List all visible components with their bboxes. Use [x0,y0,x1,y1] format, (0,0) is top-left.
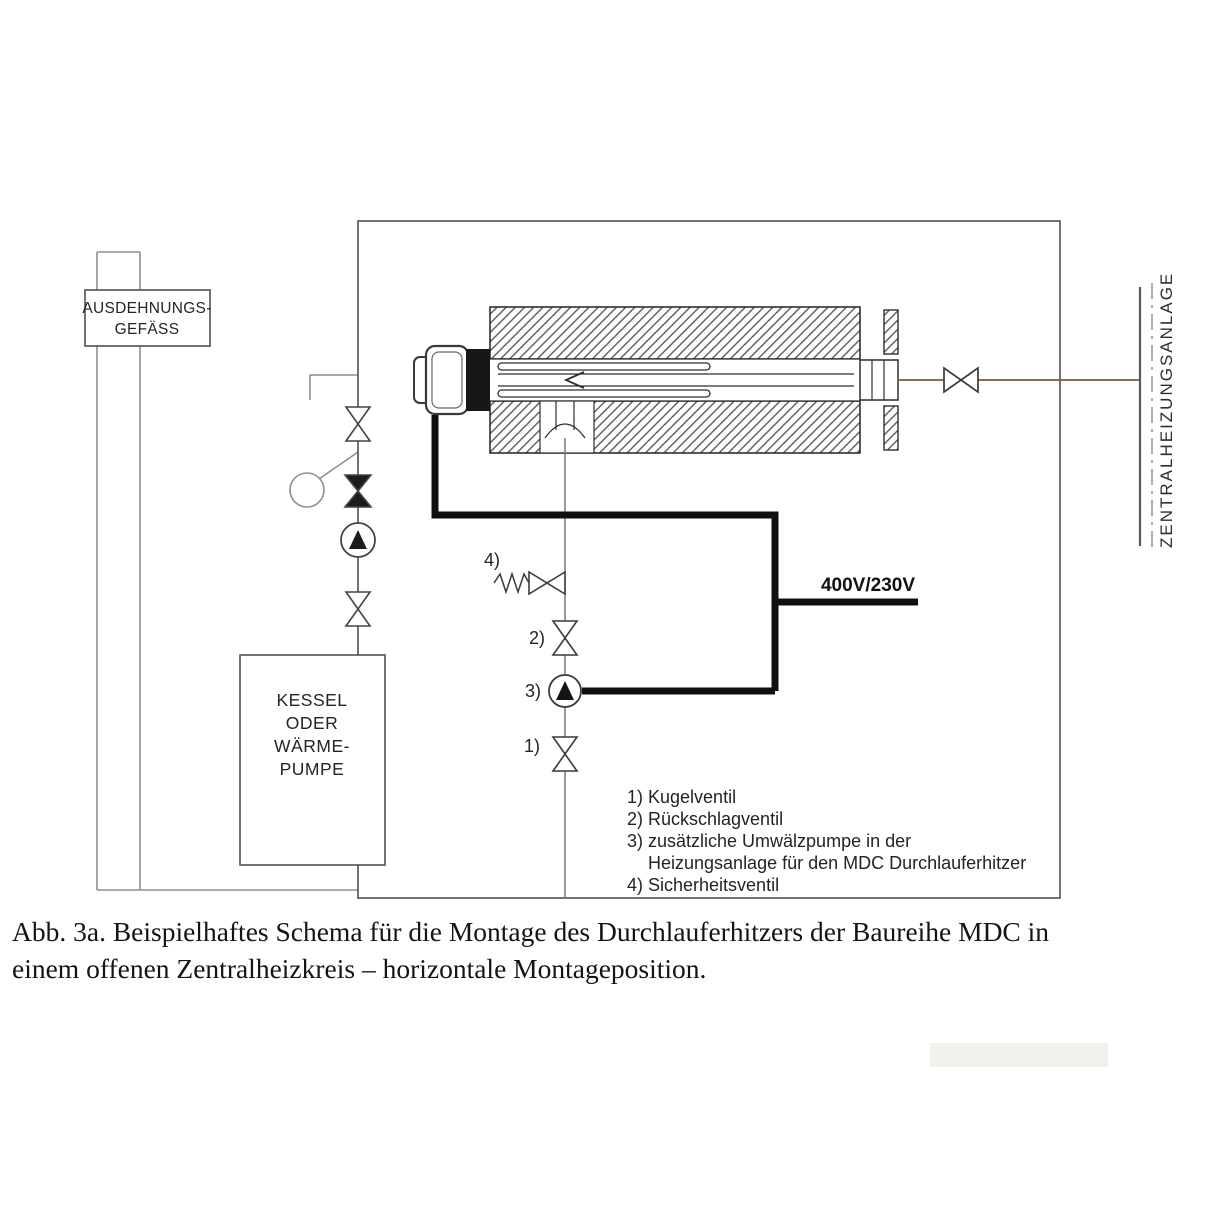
safety-valve [493,570,566,596]
boiler-label-2: ODER [286,713,339,733]
valve-triangle [344,406,372,426]
valve-triangle [528,570,549,596]
legend-item-3b: Heizungsanlage für den MDC Durchlauferhi… [648,853,1026,873]
caption-line-1: Abb. 3a. Beispielhaftes Schema für die M… [12,916,1049,947]
bypass-stub-pipe [309,374,358,400]
left-pipe-loop [96,251,359,891]
valve-triangle [551,620,579,640]
gauge-icon [289,472,325,508]
legend-item-4: 4) Sicherheitsventil [627,875,779,895]
system-boundary [357,220,1061,899]
valve-triangle [943,366,963,394]
shutoff-valve-bottom-icon [344,591,372,627]
heater-shell-top [489,306,861,360]
valve-triangle [344,607,372,627]
caption-line-2: einem offenen Zentralheizkreis – horizon… [12,953,706,984]
ball-valve [551,736,579,772]
gauge-connection-line [318,451,359,480]
end-block-top [883,309,899,355]
power-cable [431,415,918,695]
valve-triangle [551,752,579,772]
valve-triangle [343,474,373,493]
outlet-connector [859,359,899,401]
rod [497,389,711,398]
boiler-label-1: KESSEL [276,690,347,710]
marker-1: 1) [524,736,540,756]
boiler-label-3: WÄRME- [274,736,350,756]
boiler-label-4: PUMPE [280,759,345,779]
left-riser-fittings [340,406,376,627]
power-supply-label: 400V/230V [821,575,915,596]
shutoff-valve-top-icon [344,406,372,442]
heating-element-rods [497,362,854,398]
scan-artifact [930,1043,1108,1067]
mdc-heater [413,306,899,454]
sensor-tip-icon [563,371,585,389]
valve-triangle [343,489,373,508]
end-block-bottom [883,405,899,451]
check-valve-icon [343,474,373,508]
outlet-valve-icon [943,366,979,394]
heater-right-end [859,309,899,451]
central-heating-terminal: ZENTRALHEIZUNGSANLAGE [1138,272,1176,549]
return-check-valve [551,620,579,656]
boiler-box-outline [239,654,386,866]
expansion-vessel: AUSDEHNUNGS- GEFÄSS [82,289,211,347]
expansion-vessel-box [84,289,211,347]
marker-2: 2) [529,628,545,648]
valve-triangle [959,366,979,394]
legend-item-3a: 3) zusätzliche Umwälzpumpe in der [627,831,911,851]
additional-pump [548,674,582,708]
inlet-opening [539,400,595,454]
valve-triangle [545,570,566,596]
valve-triangle [551,736,579,756]
pump-rotor [349,530,367,549]
expansion-vessel-label-1: AUSDEHNUNGS- [82,300,211,317]
heater-plug [413,344,490,416]
plug-seal [466,349,490,411]
legend-item-1: 1) Kugelventil [627,787,736,807]
spring-icon [493,571,530,595]
valve-triangle [344,591,372,611]
plug-head-inner [431,351,463,409]
legend-item-2: 2) Rückschlagventil [627,809,783,829]
central-heating-label: ZENTRALHEIZUNGSANLAGE [1157,272,1176,548]
outlet-pipe-run [898,366,1140,394]
expansion-loop-pipes [96,251,358,891]
marker-4: 4) [484,550,500,570]
pump-rotor [556,681,574,700]
legend: 1) Kugelventil 2) Rückschlagventil 3) zu… [627,787,1026,895]
expansion-vessel-label-2: GEFÄSS [115,321,180,338]
rod [497,362,711,371]
figure-caption: Abb. 3a. Beispielhaftes Schema für die M… [12,916,1049,984]
valve-triangle [551,636,579,656]
inlet-channel [539,400,595,454]
marker-3: 3) [525,681,541,701]
valve-triangle [344,422,372,442]
circulation-pump-icon [340,522,376,558]
inlet-dome [544,423,586,439]
boiler-box: KESSEL ODER WÄRME- PUMPE [239,654,386,866]
